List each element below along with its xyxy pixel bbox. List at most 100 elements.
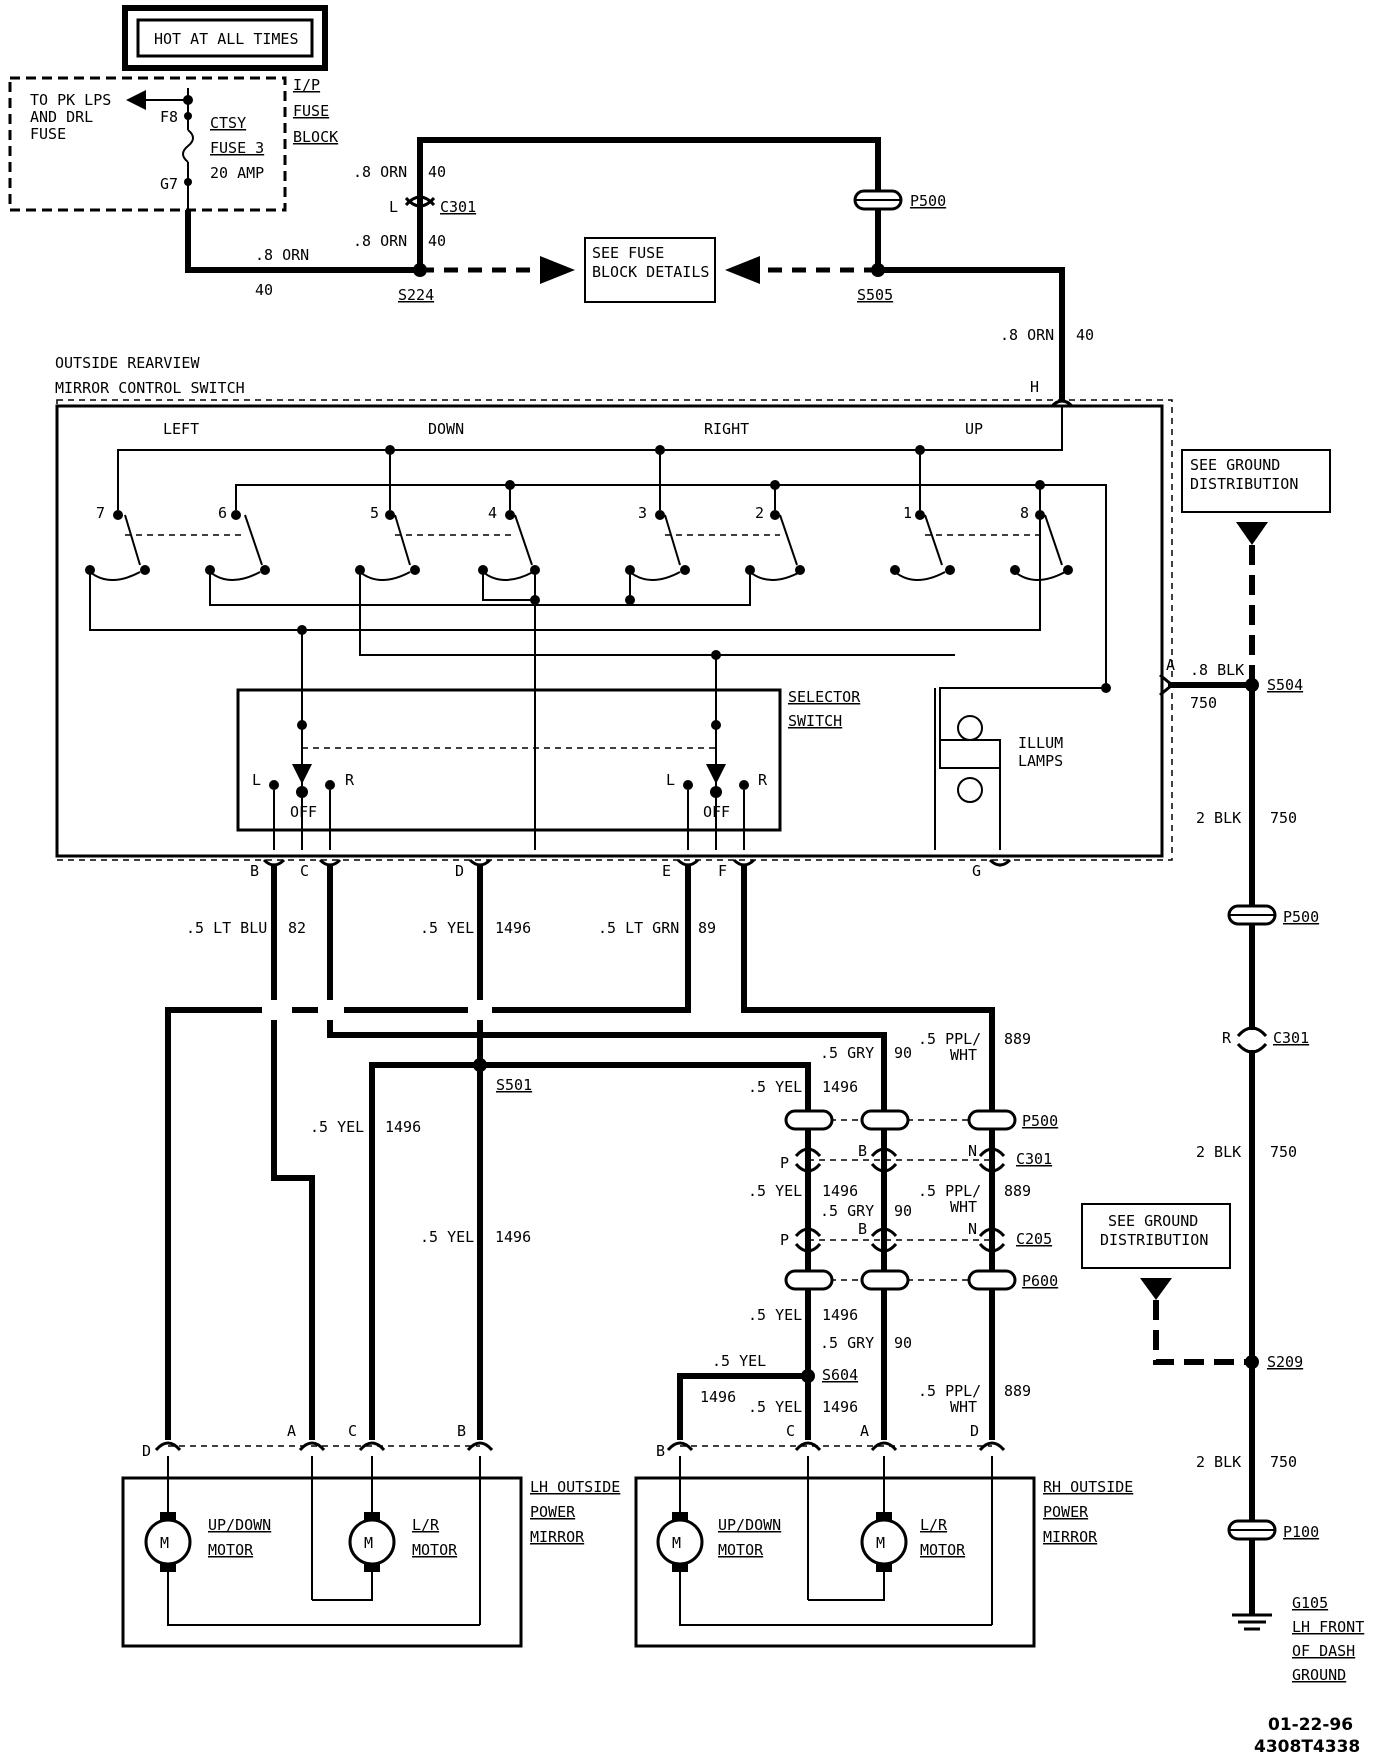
svg-text:.5 YEL: .5 YEL [748,1182,802,1200]
svg-text:SELECTOR: SELECTOR [788,688,861,706]
svg-text:MOTOR: MOTOR [208,1541,254,1559]
svg-text:.5 YEL: .5 YEL [310,1118,364,1136]
switch-title-2: MIRROR CONTROL SWITCH [55,379,245,397]
svg-text:B: B [858,1142,867,1160]
svg-text:A: A [1166,656,1175,674]
svg-text:C301: C301 [1016,1150,1052,1168]
svg-text:SEE GROUND: SEE GROUND [1190,456,1280,474]
fuse-label-1: CTSY [210,114,246,132]
svg-text:889: 889 [1004,1382,1031,1400]
see-fuse-1: SEE FUSE [592,244,664,262]
svg-text:.5 YEL: .5 YEL [712,1352,766,1370]
svg-text:DISTRIBUTION: DISTRIBUTION [1190,475,1298,493]
svg-text:B: B [858,1220,867,1238]
to-pk-3: FUSE [30,125,66,143]
svg-text:G: G [972,862,981,880]
svg-text:C: C [786,1422,795,1440]
svg-text:M: M [876,1534,885,1552]
svg-text:1496: 1496 [385,1118,421,1136]
svg-text:GROUND: GROUND [1292,1666,1346,1684]
ground-distribution-top: SEE GROUND DISTRIBUTION [1181,449,1331,685]
svg-text:P600: P600 [1022,1272,1058,1290]
svg-text:.5 LT GRN: .5 LT GRN [598,919,679,937]
ground-distribution-bottom: SEE GROUND DISTRIBUTION [1081,1203,1252,1365]
svg-text:SWITCH: SWITCH [788,712,842,730]
svg-text:.8 ORN: .8 ORN [353,163,407,181]
svg-text:UP/DOWN: UP/DOWN [208,1516,271,1534]
svg-text:R: R [758,771,768,789]
fuse-label-3: 20 AMP [210,164,264,182]
to-pk-1: TO PK LPS [30,91,111,109]
svg-text:D: D [142,1442,151,1460]
svg-text:D: D [455,862,464,880]
svg-text:OFF: OFF [290,803,317,821]
switch-title-1: OUTSIDE REARVIEW [55,354,200,372]
svg-text:.5 GRY: .5 GRY [820,1202,874,1220]
svg-text:40: 40 [428,163,446,181]
f8-label: F8 [160,108,178,126]
svg-text:L: L [252,771,261,789]
svg-text:WHT: WHT [950,1198,977,1216]
svg-text:RIGHT: RIGHT [704,420,749,438]
fuse-block: I/P FUSE BLOCK TO PK LPS AND DRL FUSE F8… [8,76,338,212]
switch-pins [262,399,1074,867]
svg-text:.8 ORN: .8 ORN [1000,326,1054,344]
rh-connectors: P500 C301 C205 P600 P B N P B N [780,1109,1058,1291]
mirror-wiring [165,865,995,1440]
footer-code: 4308T4338 [1254,1737,1360,1757]
svg-text:.8 BLK: .8 BLK [1190,661,1244,679]
svg-text:750: 750 [1270,1453,1297,1471]
svg-text:WHT: WHT [950,1398,977,1416]
c301-ground: R C301 [1222,1026,1309,1054]
svg-text:1496: 1496 [822,1306,858,1324]
svg-text:S604: S604 [822,1366,858,1384]
svg-text:M: M [672,1534,681,1552]
svg-text:7: 7 [96,504,105,522]
svg-text:L/R: L/R [920,1516,948,1534]
svg-text:P: P [780,1231,789,1249]
svg-text:.8 ORN: .8 ORN [255,246,309,264]
svg-text:750: 750 [1270,809,1297,827]
svg-text:N: N [968,1220,977,1238]
svg-text:C301: C301 [1273,1029,1309,1047]
svg-text:LH FRONT: LH FRONT [1292,1618,1364,1636]
svg-text:UP/DOWN: UP/DOWN [718,1516,781,1534]
svg-text:.5 YEL: .5 YEL [748,1306,802,1324]
svg-text:1496: 1496 [822,1078,858,1096]
svg-text:C: C [300,862,309,880]
svg-text:40: 40 [428,232,446,250]
svg-text:2: 2 [755,504,764,522]
svg-text:L/R: L/R [412,1516,440,1534]
svg-text:.5 GRY: .5 GRY [820,1044,874,1062]
svg-text:2 BLK: 2 BLK [1196,1143,1241,1161]
svg-text:.5 GRY: .5 GRY [820,1334,874,1352]
rh-outside-power-mirror: B C A D RH OUTSIDE POWER MIRROR M M UP/D… [634,1422,1133,1648]
svg-text:.5 YEL: .5 YEL [748,1398,802,1416]
hot-label: HOT AT ALL TIMES [154,30,299,48]
svg-text:DISTRIBUTION: DISTRIBUTION [1100,1231,1208,1249]
svg-text:E: E [662,862,671,880]
svg-text:D: D [970,1422,979,1440]
svg-text:F: F [718,862,727,880]
svg-text:WHT: WHT [950,1046,977,1064]
svg-text:LAMPS: LAMPS [1018,752,1063,770]
fuse-details-links: SEE FUSE BLOCK DETAILS [420,237,878,303]
svg-text:C301: C301 [440,198,476,216]
svg-text:S504: S504 [1267,676,1303,694]
svg-text:OFF: OFF [703,803,730,821]
svg-text:MOTOR: MOTOR [920,1541,966,1559]
svg-text:A: A [860,1422,869,1440]
svg-text:B: B [656,1442,665,1460]
p500-top: P500 [853,189,946,211]
footer-date: 01-22-96 [1268,1715,1353,1735]
svg-text:MIRROR: MIRROR [530,1528,585,1546]
svg-text:40: 40 [255,281,273,299]
p500-ground: P500 [1227,904,1319,926]
svg-text:M: M [160,1534,169,1552]
svg-text:R: R [1222,1029,1232,1047]
svg-text:DOWN: DOWN [428,420,464,438]
svg-text:P500: P500 [1022,1112,1058,1130]
mirror-control-switch: OUTSIDE REARVIEW MIRROR CONTROL SWITCH L… [55,354,1173,861]
svg-text:1496: 1496 [822,1398,858,1416]
